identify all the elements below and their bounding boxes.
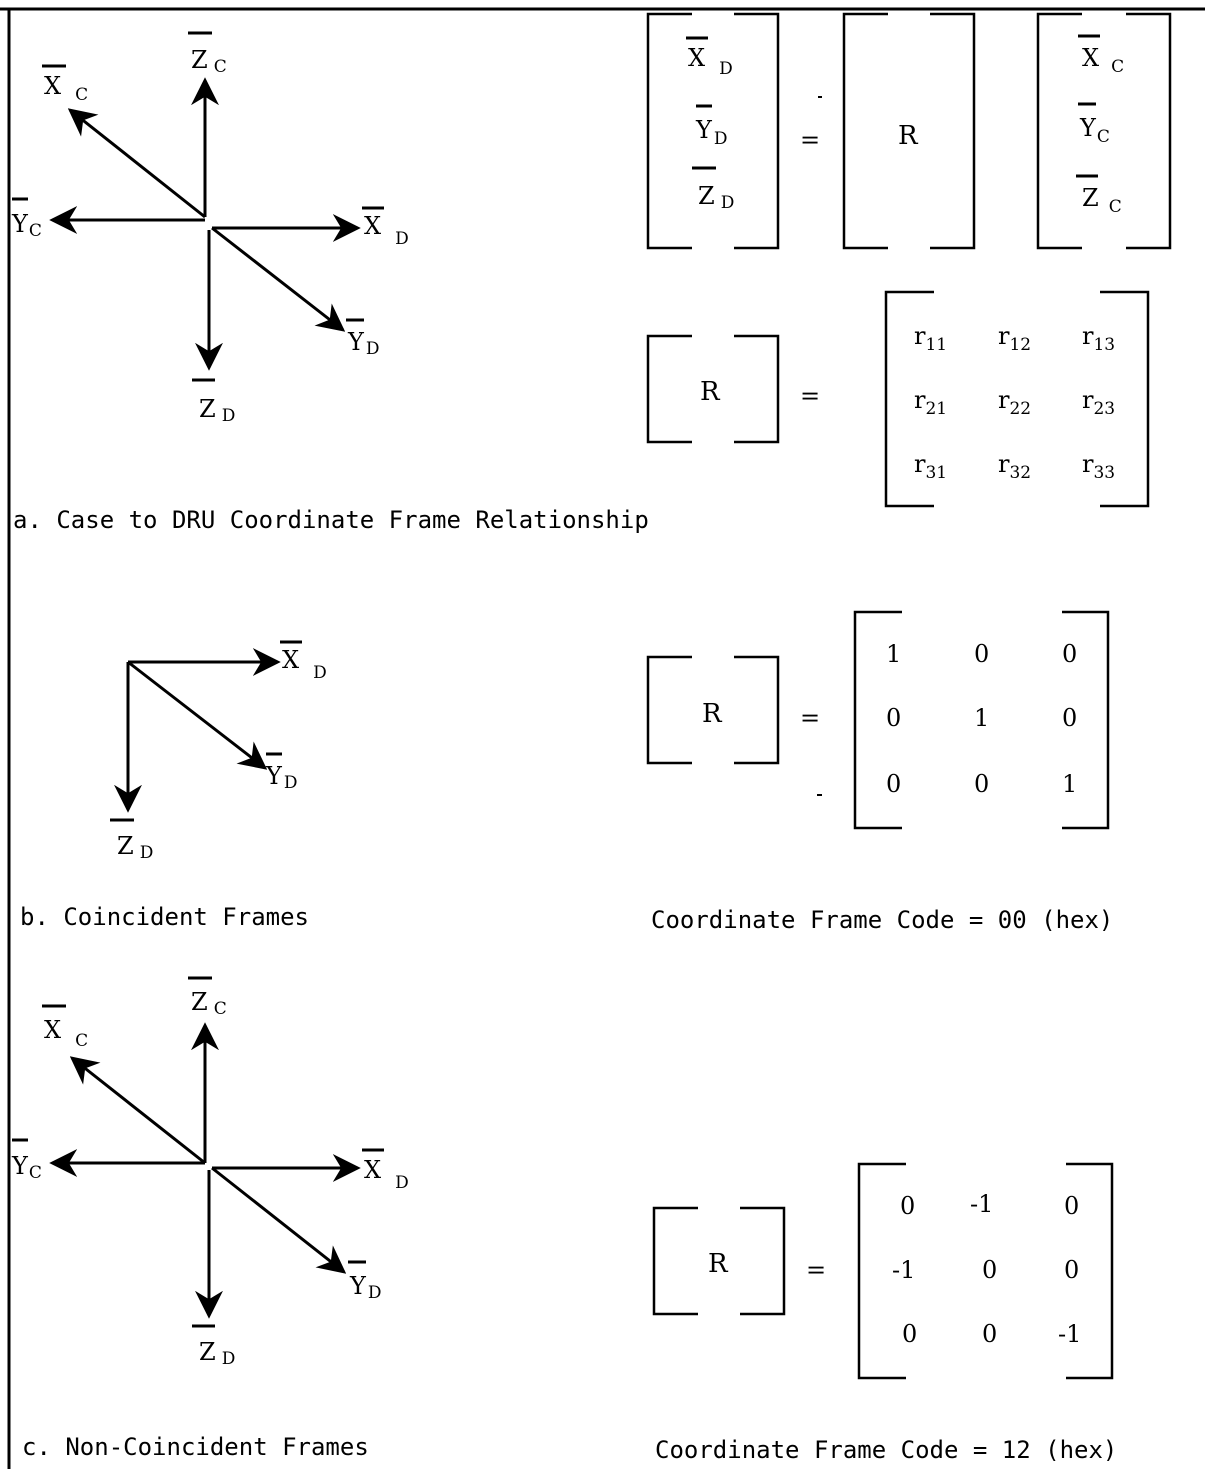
b-matrix-bracket [853,610,1110,830]
matrix-cell: 0 [1062,640,1077,668]
c-matrix-entries: 0 -1 0 -1 0 0 0 0 -1 [892,1190,1081,1348]
matrix-cell: 0 [1064,1192,1079,1220]
section-a-axes [49,77,361,371]
matrix-cell: -1 [892,1256,915,1284]
matrix-cell: r33 [1082,450,1115,483]
rhs-entry: YC [1079,114,1110,147]
matrix-cell: -1 [1058,1320,1081,1348]
a-r2-symbol: R [700,377,721,407]
a-rhs-vector [1036,12,1172,250]
matrix-cell: r12 [998,322,1031,355]
matrix-cell: r32 [998,450,1031,483]
a-lhs-vector [646,12,780,250]
matrix-cell: 0 [1064,1256,1079,1284]
matrix-cell: r23 [1082,386,1115,419]
c-equals: = [806,1256,826,1284]
b-r-symbol: R [702,699,723,729]
axis-xc-arrow [67,108,206,219]
caption-b: b. Coincident Frames [20,903,309,931]
matrix-cell: -1 [970,1190,993,1218]
r-matrix-entries: r11 r12 r13 r21 r22 r23 r31 r32 r33 [914,322,1115,483]
matrix-cell: 0 [902,1320,917,1348]
matrix-cell: 1 [886,640,901,668]
a-r2-bracket [646,334,780,444]
label-yc: YC [11,210,42,241]
matrix-cell: 0 [1062,704,1077,732]
matrix-cell: 0 [900,1192,915,1220]
caption-a: a. Case to DRU Coordinate Frame Relation… [13,506,649,534]
matrix-cell: r21 [914,386,947,419]
axis-yd-arrow [127,660,268,770]
c-matrix-bracket [857,1162,1114,1380]
section-c-axes [49,1022,361,1319]
axis-yd-arrow [211,1166,347,1274]
code-b: Coordinate Frame Code = 00 (hex) [651,906,1113,934]
b-r-bracket [646,655,780,765]
axis-xc-arrow [69,1056,206,1165]
matrix-cell: 0 [886,770,901,798]
a-bottom-equals: = [800,382,820,410]
c-r-bracket [652,1206,786,1316]
matrix-cell: r22 [998,386,1031,419]
r-matrix-bracket [884,290,1150,508]
code-c: Coordinate Frame Code = 12 (hex) [655,1436,1117,1464]
matrix-cell: 1 [974,704,989,732]
label-yc: YC [11,1152,42,1183]
matrix-cell: 0 [982,1320,997,1348]
section-b-axes [114,648,281,813]
matrix-cell: r13 [1082,322,1115,355]
c-r-symbol: R [708,1249,729,1279]
axis-yd-arrow [211,226,346,332]
matrix-cell: 0 [886,704,901,732]
a-r-symbol: R [898,121,919,151]
caption-c: c. Non-Coincident Frames [22,1433,369,1461]
matrix-cell: 0 [974,770,989,798]
a-r-bracket [842,12,976,250]
matrix-cell: 1 [1062,770,1077,798]
matrix-cell: 0 [982,1256,997,1284]
matrix-cell: r31 [914,450,947,483]
b-matrix-entries: 1 0 0 0 1 0 0 0 1 [886,640,1077,798]
matrix-cell: 0 [974,640,989,668]
a-top-equals: = [800,126,820,154]
matrix-cell: r11 [914,322,947,355]
b-equals: = [800,704,820,732]
